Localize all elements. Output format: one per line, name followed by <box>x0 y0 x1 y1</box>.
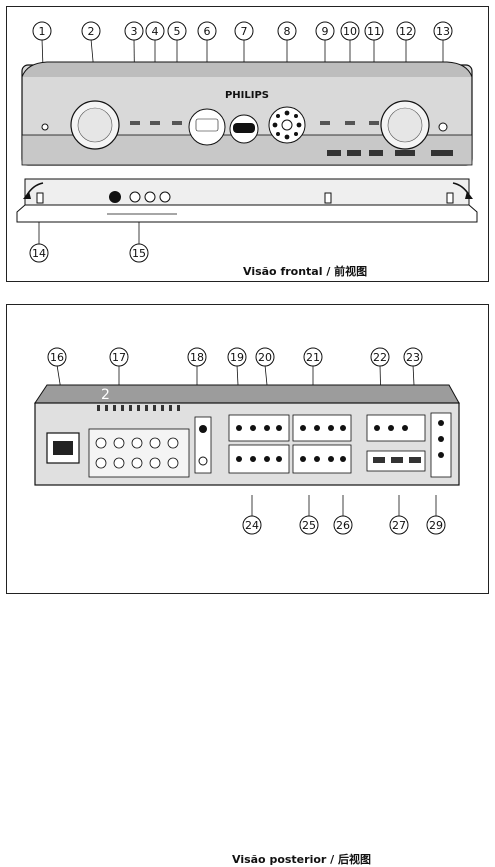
callout-number: 12 <box>399 25 413 38</box>
callout-number: 3 <box>131 25 138 38</box>
callout-number: 23 <box>406 351 420 364</box>
callout-circle <box>124 21 144 41</box>
callout-circle <box>315 21 335 41</box>
callout-number: 25 <box>302 519 316 532</box>
callout-circle <box>396 21 416 41</box>
callout-number: 19 <box>230 351 244 364</box>
brand-logo-text: PHILIPS <box>225 90 269 101</box>
callout-circle <box>303 347 323 367</box>
callout-circle <box>47 347 67 367</box>
callout-number: 15 <box>132 247 146 260</box>
callout-circle <box>187 347 207 367</box>
callout-number: 5 <box>174 25 181 38</box>
callout-number: 10 <box>343 25 357 38</box>
callout-circle <box>389 515 409 535</box>
callout-circle <box>242 515 262 535</box>
rear-view-caption: Visão posterior / 后视图 <box>232 853 371 866</box>
callout-circle <box>333 515 353 535</box>
callout-number: 26 <box>336 519 350 532</box>
callout-circle <box>426 515 446 535</box>
callout-number: 16 <box>50 351 64 364</box>
callout-number: 8 <box>284 25 291 38</box>
callout-circle <box>255 347 275 367</box>
callout-circle <box>370 347 390 367</box>
rear-view-panel: 2 <box>6 304 489 866</box>
callout-number: 21 <box>306 351 320 364</box>
callout-circle <box>227 347 247 367</box>
callout-circle <box>197 21 217 41</box>
callout-circle <box>81 21 101 41</box>
callout-circle <box>403 347 423 367</box>
callout-circle <box>145 21 165 41</box>
callout-number: 27 <box>392 519 406 532</box>
callout-number: 1 <box>39 25 46 38</box>
callout-circle <box>167 21 187 41</box>
callout-circle <box>364 21 384 41</box>
callout-number: 17 <box>112 351 126 364</box>
callout-number: 29 <box>429 519 443 532</box>
callout-circle <box>234 21 254 41</box>
callout-circle <box>129 243 149 263</box>
callout-number: 22 <box>373 351 387 364</box>
callout-number: 13 <box>436 25 450 38</box>
callout-circle <box>340 21 360 41</box>
callout-number: 20 <box>258 351 272 364</box>
callout-circle <box>109 347 129 367</box>
rear-watermark-text: 2 <box>101 387 110 403</box>
callout-number: 11 <box>367 25 381 38</box>
callout-number: 14 <box>32 247 46 260</box>
callout-number: 4 <box>152 25 159 38</box>
callout-circle <box>32 21 52 41</box>
callout-number: 2 <box>88 25 95 38</box>
front-view-caption: Visão frontal / 前视图 <box>243 265 368 278</box>
callout-circle <box>29 243 49 263</box>
callout-number: 9 <box>322 25 329 38</box>
callout-number: 7 <box>241 25 248 38</box>
callout-number: 6 <box>204 25 211 38</box>
callout-circle <box>433 21 453 41</box>
callout-number: 18 <box>190 351 204 364</box>
callout-circle <box>277 21 297 41</box>
rear-view-diagram: 2 <box>34 347 460 535</box>
callout-circle <box>299 515 319 535</box>
callout-number: 24 <box>245 519 259 532</box>
